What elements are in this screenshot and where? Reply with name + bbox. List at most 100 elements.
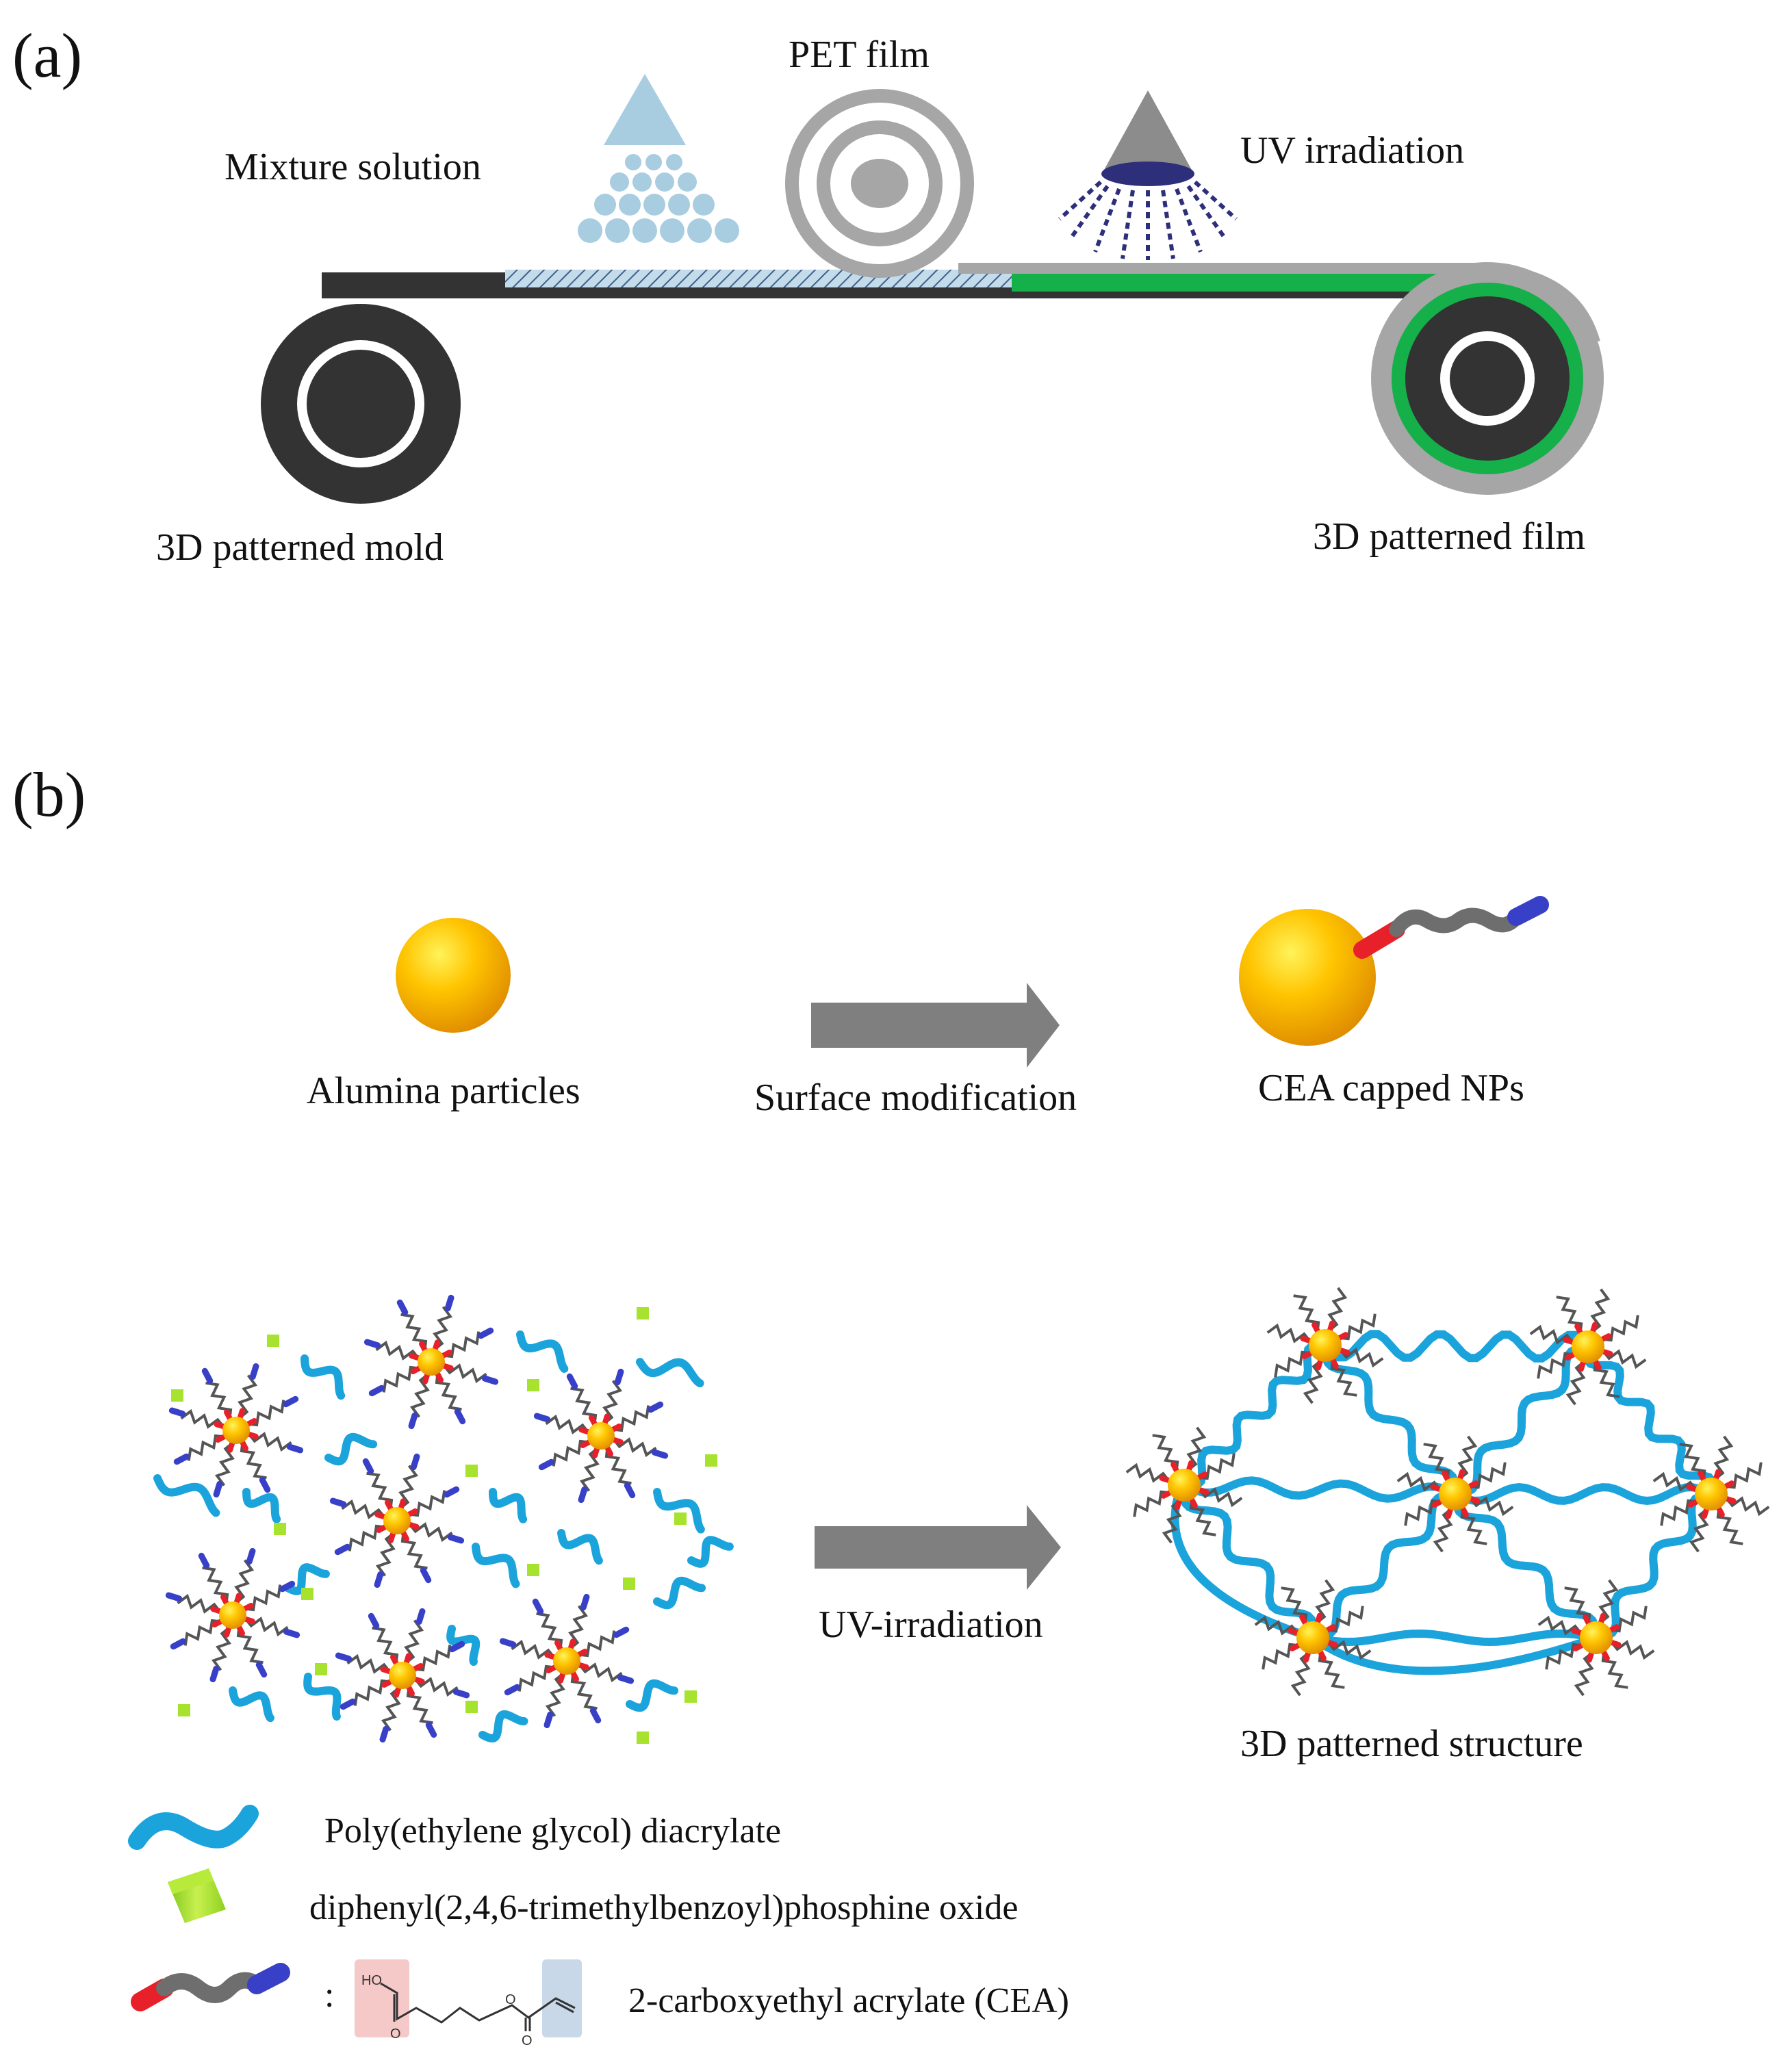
cea-chain bbox=[1726, 1462, 1763, 1489]
acrylate-tip bbox=[329, 1497, 347, 1508]
photoinitiator bbox=[465, 1701, 478, 1713]
surface-modification-arrow bbox=[811, 983, 1060, 1068]
cea-chain bbox=[1303, 1360, 1323, 1404]
cea-chain bbox=[1293, 1294, 1320, 1331]
acrylate-tip bbox=[444, 1294, 455, 1312]
photoinitiator bbox=[171, 1389, 183, 1402]
photoinitiator bbox=[527, 1379, 539, 1391]
peg-chain bbox=[636, 1358, 704, 1388]
acrylate-tip bbox=[213, 1480, 223, 1498]
cea-chain bbox=[248, 1400, 285, 1427]
uv-irradiation-label: UV irradiation bbox=[1240, 129, 1465, 172]
acrylate-tip bbox=[362, 1458, 374, 1474]
acrylate-tip bbox=[334, 1543, 350, 1556]
photoinitiator bbox=[705, 1454, 717, 1467]
cea-chain bbox=[570, 1387, 598, 1424]
film-roller bbox=[1371, 262, 1604, 495]
acrylate-tip bbox=[589, 1708, 602, 1724]
cea-chain bbox=[1340, 1313, 1377, 1341]
cea-chain bbox=[236, 1627, 264, 1664]
acrylate-tip bbox=[651, 1449, 669, 1459]
cea-chain bbox=[1262, 1643, 1298, 1670]
crosslink-chain bbox=[1179, 1481, 1318, 1642]
cea-chain bbox=[414, 1645, 452, 1672]
acrylate-tip bbox=[340, 1698, 356, 1710]
crosslink-chain bbox=[1310, 1634, 1598, 1675]
cea-chain bbox=[1470, 1496, 1514, 1517]
alumina-node bbox=[1580, 1621, 1613, 1654]
acrylate-tip bbox=[368, 1385, 385, 1397]
cea-chain bbox=[545, 1673, 565, 1717]
cea-chain bbox=[238, 1374, 258, 1419]
acrylate-tip bbox=[648, 1401, 664, 1413]
alumina-node bbox=[222, 1417, 250, 1444]
cea-chain bbox=[570, 1673, 598, 1710]
cea-chain bbox=[602, 1380, 623, 1424]
cea-chain bbox=[1315, 1579, 1335, 1623]
cea-chain bbox=[1290, 1652, 1311, 1697]
cea-chain bbox=[1574, 1652, 1594, 1697]
photoinitiator bbox=[674, 1512, 687, 1525]
acrylate-tip bbox=[538, 1458, 554, 1471]
cea-chain bbox=[202, 1566, 229, 1604]
acrylate-tip bbox=[379, 1725, 389, 1743]
acrylate-tip bbox=[168, 1407, 186, 1417]
acrylate-tip bbox=[614, 1368, 624, 1386]
mold-roller bbox=[261, 304, 461, 504]
peg-chain bbox=[283, 1563, 330, 1595]
acrylate-tip bbox=[543, 1711, 554, 1729]
cea-chain bbox=[1652, 1471, 1697, 1492]
cea-chain bbox=[353, 1679, 391, 1706]
cea-chain bbox=[613, 1405, 650, 1432]
cea-chain bbox=[1602, 1349, 1647, 1369]
panel-a bbox=[261, 74, 1604, 504]
acrylate-tip bbox=[201, 1367, 214, 1384]
cea-chain bbox=[1162, 1499, 1182, 1544]
crosslink-chain bbox=[1321, 1330, 1592, 1363]
acrylate-tip bbox=[255, 1662, 268, 1678]
photoinitiator bbox=[623, 1578, 635, 1590]
legend-photoinitiator-icon bbox=[168, 1868, 226, 1923]
cured-layer bbox=[1012, 271, 1450, 292]
peg-chain bbox=[229, 1686, 274, 1723]
photoinitiator bbox=[684, 1690, 697, 1703]
alumina-node bbox=[587, 1422, 615, 1450]
cea-chain bbox=[1601, 1652, 1628, 1689]
acrylate-tip bbox=[173, 1453, 190, 1465]
cea-chain bbox=[1689, 1508, 1709, 1553]
cea-chain bbox=[240, 1442, 267, 1480]
cea-chain bbox=[183, 1619, 221, 1646]
peg-chain bbox=[324, 1432, 378, 1466]
crosslink-chain bbox=[1592, 1490, 1715, 1642]
peg-chain bbox=[472, 1543, 520, 1588]
cea-chain bbox=[578, 1662, 623, 1683]
acrylate-tip bbox=[279, 1580, 296, 1593]
cea-chain bbox=[400, 1313, 428, 1350]
cea-chain bbox=[578, 1630, 616, 1658]
peg-chain bbox=[300, 1354, 346, 1400]
acrylate-tip bbox=[444, 1486, 460, 1498]
alumina-particle bbox=[396, 918, 511, 1033]
cea-chain bbox=[1598, 1579, 1619, 1623]
cea-structure-o1: O bbox=[390, 2026, 401, 2042]
cea-chain bbox=[1726, 1496, 1770, 1517]
cea-chain bbox=[1564, 1586, 1591, 1623]
mixture-solution-label: Mixture solution bbox=[225, 146, 481, 188]
cea-chain bbox=[1266, 1323, 1311, 1343]
cea-chain bbox=[1423, 1443, 1450, 1480]
alumina-node bbox=[383, 1507, 411, 1534]
crosslink-chain bbox=[1309, 1490, 1459, 1642]
uv-lamp bbox=[1058, 90, 1238, 260]
acrylate-tip bbox=[286, 1443, 304, 1454]
acrylate-tip bbox=[198, 1552, 210, 1569]
legend-colon: : bbox=[324, 1976, 335, 2015]
cea-chain bbox=[1529, 1324, 1574, 1345]
peg-chain bbox=[242, 1488, 281, 1523]
cea-chain bbox=[1537, 1352, 1574, 1379]
cea-chain bbox=[180, 1408, 225, 1429]
cea-chain bbox=[1457, 1435, 1478, 1480]
pet-film-roll bbox=[785, 89, 974, 278]
cea-chain bbox=[1199, 1487, 1243, 1508]
alumina-node bbox=[1168, 1469, 1201, 1502]
cea-chain bbox=[1189, 1499, 1216, 1536]
